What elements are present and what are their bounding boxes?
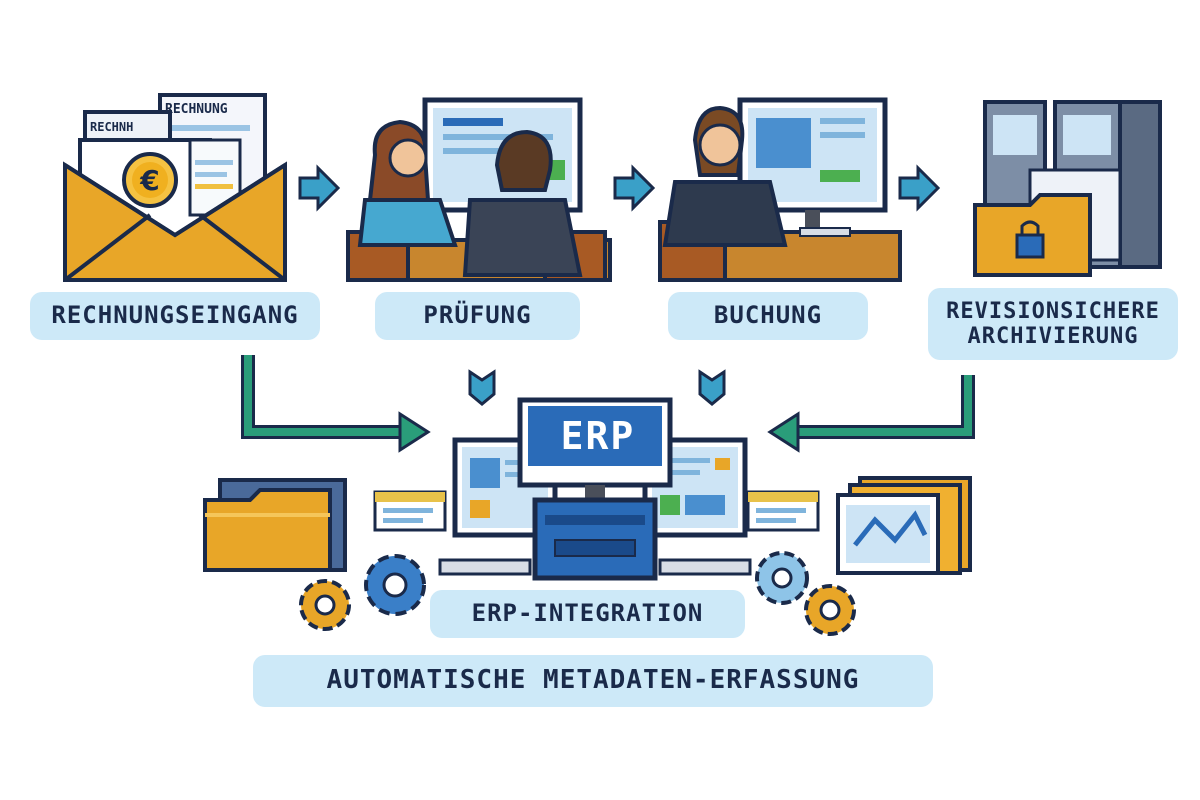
euro-symbol: €: [139, 164, 159, 197]
step-label-archivierung: REVISIONSICHERE ARCHIVIERUNG: [928, 288, 1178, 360]
invoice-doc-label-front: RECHNUNG: [165, 102, 228, 117]
gear-icon: [299, 579, 351, 631]
arrow-down-icon: [698, 369, 726, 406]
step-label-rechnungseingang: RECHNUNGSEINGANG: [30, 292, 320, 340]
step-label-text-line2: ARCHIVIERUNG: [967, 324, 1139, 349]
review-team-icon: [346, 97, 612, 282]
erp-computer-icon: [438, 397, 752, 581]
arrow-right-icon: [298, 164, 341, 212]
arrow-to-erp-left-icon: [398, 411, 431, 453]
metadata-capture-text: AUTOMATISCHE METADATEN-ERFASSUNG: [326, 665, 860, 696]
archive-server-icon: [973, 100, 1162, 277]
folder-stack-icon: [836, 476, 972, 575]
data-card-icon: [746, 490, 820, 532]
gear-icon: [804, 584, 856, 636]
step-label-text: RECHNUNGSEINGANG: [51, 301, 299, 330]
erp-integration-label: ERP-INTEGRATION: [430, 590, 745, 638]
step-label-text: PRÜFUNG: [423, 301, 532, 330]
arrow-right-icon: [613, 164, 656, 212]
arrow-down-icon: [468, 369, 496, 406]
step-label-text: BUCHUNG: [713, 301, 823, 330]
arrow-right-icon: [898, 164, 941, 212]
envelope-invoice-icon: [63, 93, 287, 282]
folder-icon: [203, 478, 347, 572]
erp-integration-text: ERP-INTEGRATION: [471, 599, 704, 628]
invoice-doc-label-back: RECHNH: [90, 120, 134, 134]
step-label-pruefung: PRÜFUNG: [375, 292, 580, 340]
erp-screen-label: ERP: [560, 414, 636, 458]
gear-icon: [755, 551, 809, 605]
metadata-capture-label: AUTOMATISCHE METADATEN-ERFASSUNG: [253, 655, 933, 707]
step-label-buchung: BUCHUNG: [668, 292, 868, 340]
arrow-to-erp-right-icon: [767, 411, 800, 453]
step-label-text-line1: REVISIONSICHERE: [946, 298, 1160, 324]
data-card-icon: [373, 490, 447, 532]
accountant-desk-icon: [658, 97, 902, 282]
gear-icon: [364, 554, 426, 616]
